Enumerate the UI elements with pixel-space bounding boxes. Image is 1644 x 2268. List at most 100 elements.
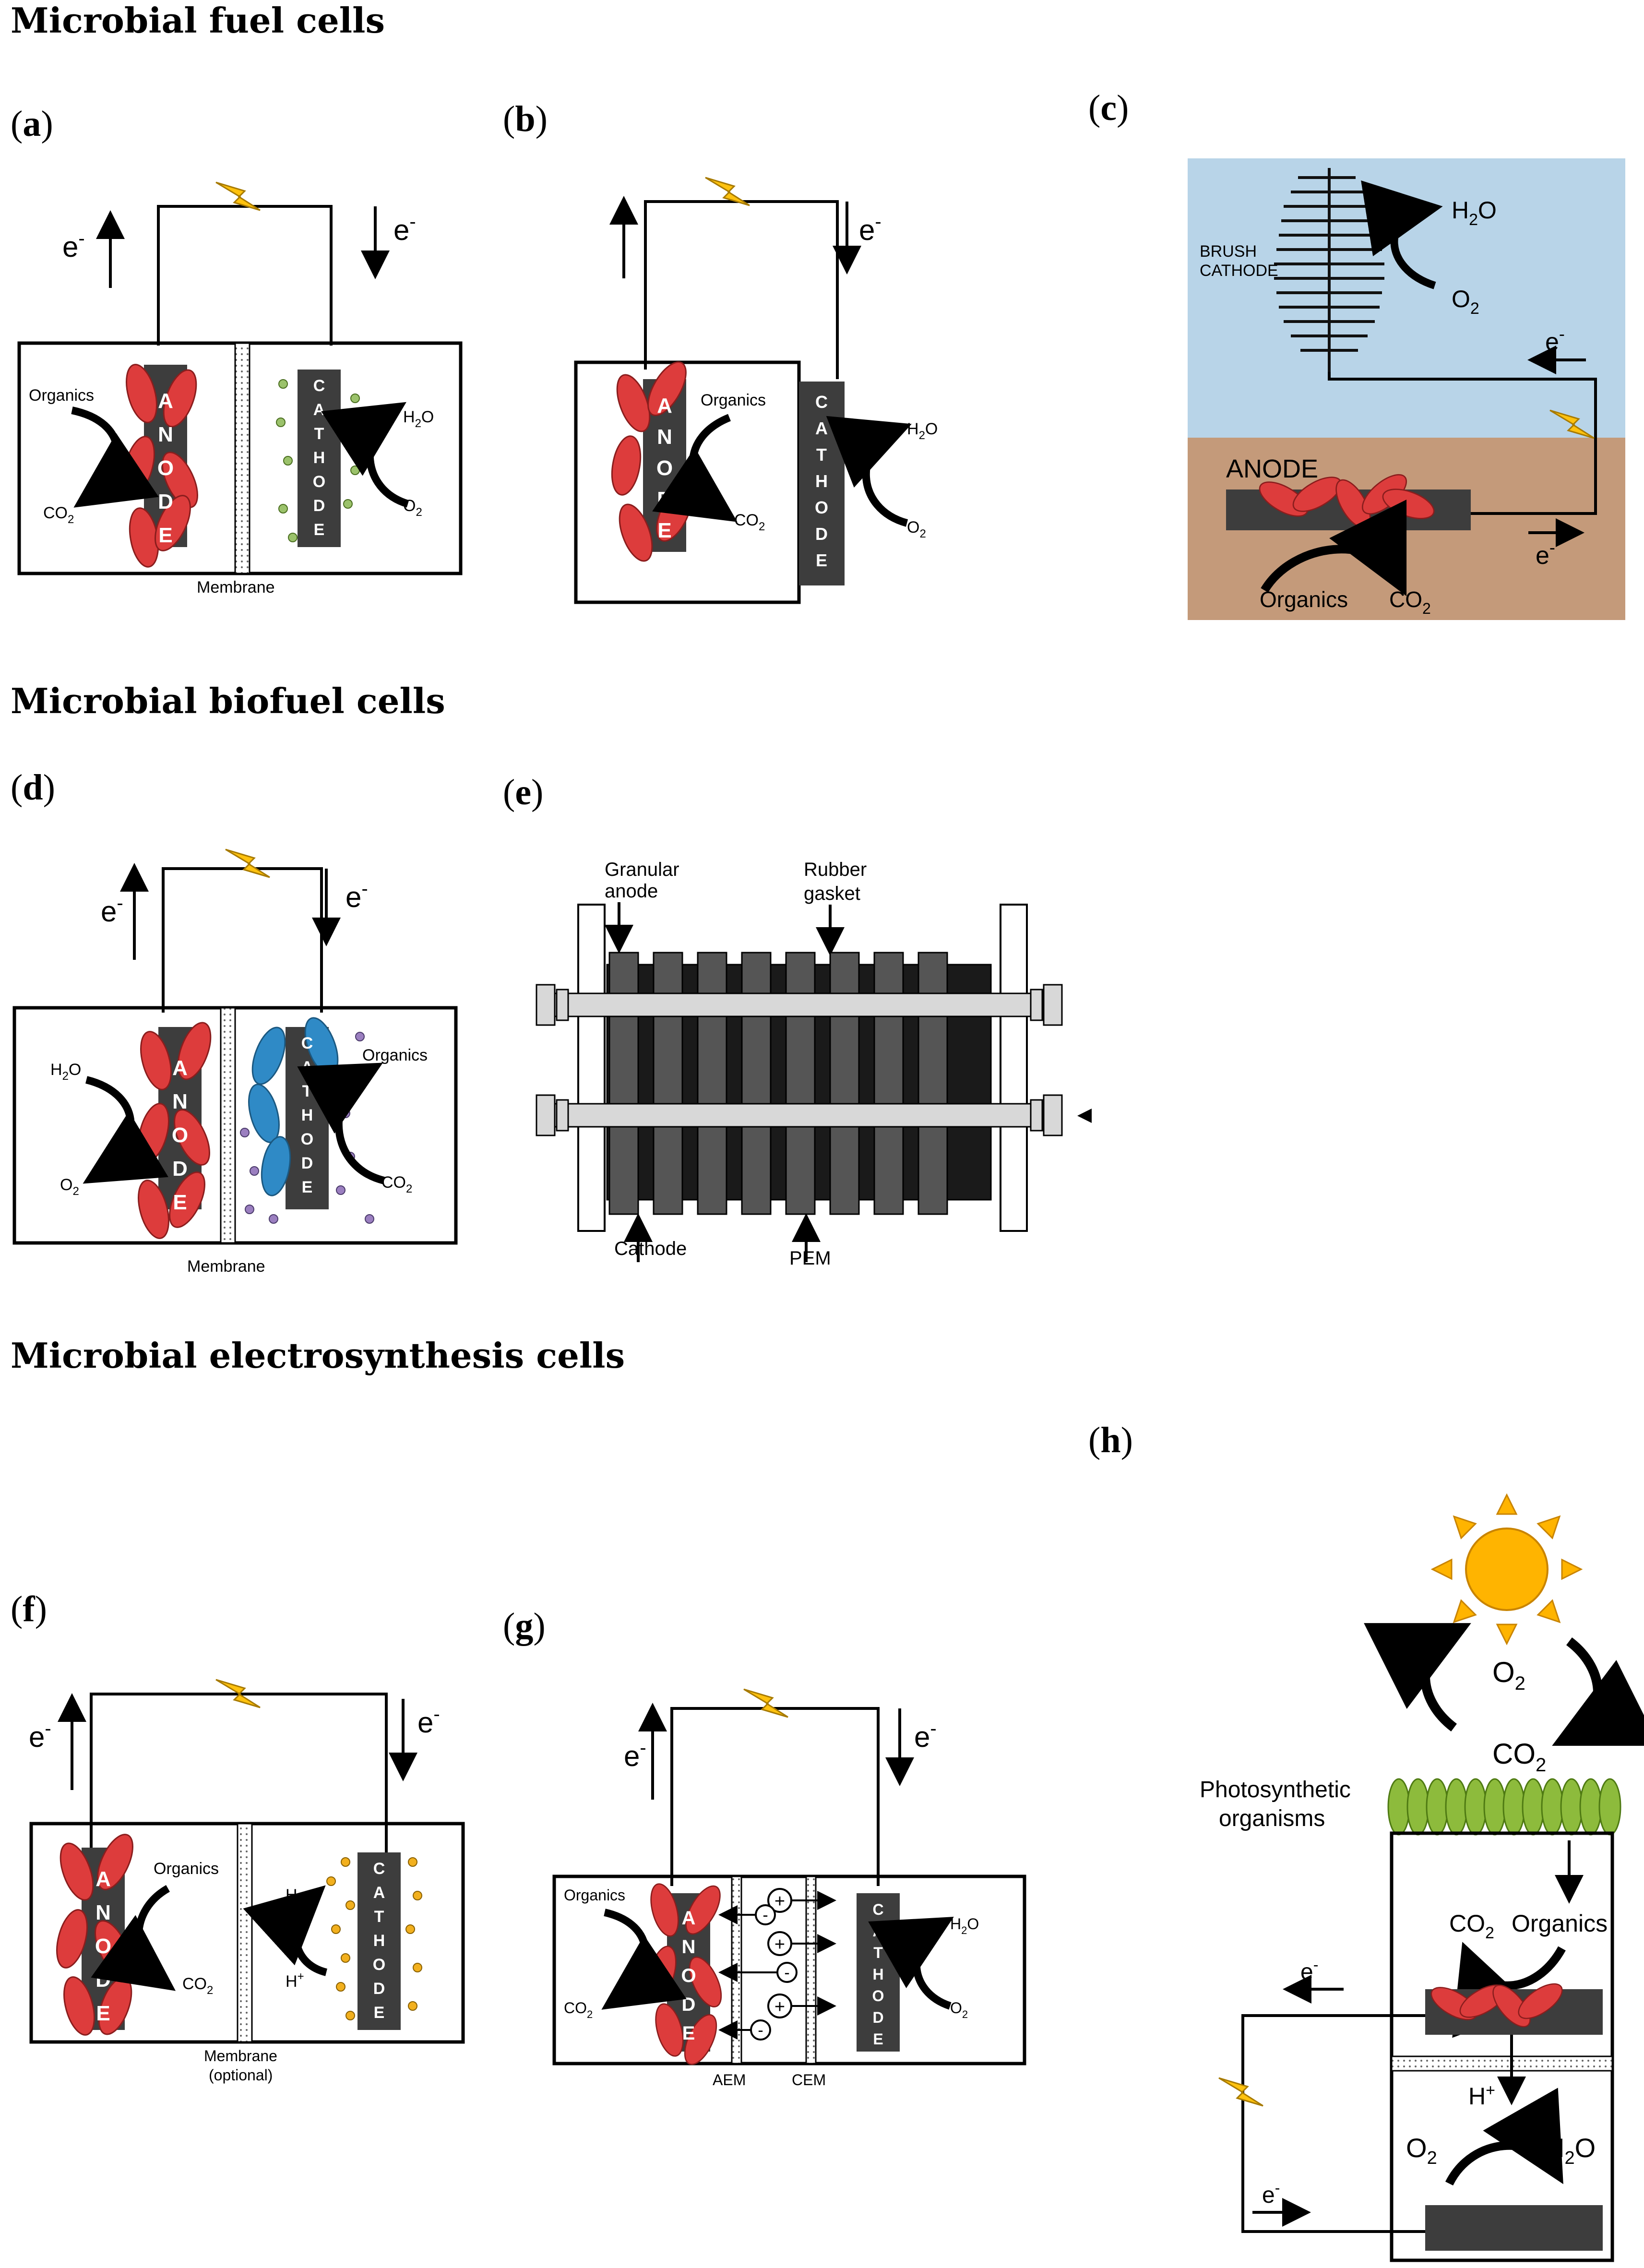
- svg-text:T: T: [374, 1908, 384, 1926]
- electron-label-bottom: e-: [1262, 2179, 1280, 2208]
- electron-label-left: e-: [101, 893, 123, 928]
- rubber-gasket-label-line1: Rubber: [804, 859, 867, 880]
- aem-membrane: [731, 1875, 742, 2065]
- co2-label: CO2: [1389, 587, 1431, 617]
- granular-anode-label-line1: Granular: [605, 859, 679, 880]
- cathode-electrode: [357, 1852, 401, 2030]
- svg-text:E: E: [374, 2004, 385, 2022]
- svg-text:-: -: [762, 1906, 768, 1924]
- panel-b-label: (b): [503, 99, 548, 139]
- panel-h-diagram: O2 CO2 Photosynthetic organisms CO2 Orga…: [1200, 1488, 1644, 2265]
- svg-text:D: D: [158, 490, 173, 513]
- co2-label: CO2: [564, 1999, 593, 2020]
- co2-label: CO2: [734, 511, 765, 533]
- section-title-fuel-cells: Microbial fuel cells: [11, 0, 385, 41]
- o2-to-h2o-arrow: [1361, 180, 1443, 289]
- svg-text:A: A: [301, 1058, 313, 1076]
- brush-cathode: [1274, 168, 1384, 372]
- organics-label: Organics: [362, 1046, 428, 1064]
- svg-text:O: O: [656, 456, 673, 480]
- organics-label: Organics: [1260, 587, 1348, 612]
- svg-text:E: E: [173, 1191, 187, 1214]
- co2-to-o2-arrow-left: [1364, 1623, 1471, 1731]
- svg-text:N: N: [158, 423, 173, 446]
- svg-text:A: A: [172, 1056, 188, 1080]
- svg-text:A: A: [313, 401, 325, 419]
- membrane: [1391, 2055, 1613, 2072]
- svg-text:A: A: [682, 1908, 696, 1929]
- svg-text:H: H: [313, 449, 325, 467]
- membrane-optional-label: (optional): [209, 2066, 273, 2084]
- o2-to-h2o-arrow: [868, 1917, 954, 2010]
- co2-label: CO2: [381, 1173, 412, 1195]
- co2-label-top: CO2: [1492, 1738, 1546, 1776]
- water-layer: [1188, 158, 1625, 438]
- organics-label: Organics: [1512, 1910, 1608, 1937]
- svg-text:E: E: [816, 550, 827, 570]
- svg-text:D: D: [872, 2009, 883, 2026]
- cathode-label: C A T H O D E: [872, 1901, 884, 2048]
- anode-label: A N O D E: [172, 1056, 188, 1214]
- svg-text:A: A: [373, 1884, 385, 1902]
- svg-text:N: N: [682, 1936, 696, 1958]
- o2-label: O2: [950, 1999, 968, 2020]
- reactor-box: [1390, 1831, 1614, 2262]
- svg-text:C: C: [872, 1901, 883, 1918]
- membrane-label: Membrane: [197, 578, 275, 597]
- hplus-label: H+: [1468, 2081, 1495, 2110]
- svg-text:E: E: [314, 521, 325, 539]
- h2o-label: H2O: [50, 1061, 81, 1083]
- brush-cathode-label-line1: BRUSH: [1200, 242, 1257, 261]
- organics-to-co2-arrow: [652, 414, 738, 522]
- svg-text:O: O: [681, 1965, 696, 1986]
- photosynthetic-organisms: [1387, 1778, 1621, 1836]
- circuit-wire: [157, 205, 333, 346]
- organics-label: Organics: [701, 391, 766, 409]
- svg-text:N: N: [657, 425, 672, 449]
- svg-text:E: E: [302, 1178, 313, 1196]
- electron-label-right: e-: [345, 878, 368, 913]
- o2-label: O2: [60, 1176, 79, 1198]
- panel-f-label: (f): [11, 1589, 47, 1629]
- photosynthetic-label-line1: Photosynthetic: [1200, 1777, 1351, 1802]
- organics-to-co2-arrow: [1452, 1942, 1566, 2038]
- pem-label: PEM: [789, 1248, 831, 1269]
- organics-label: Organics: [564, 1886, 625, 1904]
- sun-icon: [1430, 1493, 1583, 1646]
- lightning-icon: [743, 1688, 789, 1718]
- lightning-icon: [1218, 2077, 1264, 2107]
- panel-g-label: (g): [503, 1606, 546, 1646]
- panel-e-diagram: Granular anode Rubber gasket Cathode PEM: [528, 854, 1128, 1277]
- electron-label-right: e-: [914, 1718, 937, 1753]
- svg-text:A: A: [872, 1922, 883, 1940]
- h2o-to-o2-arrow: [83, 1076, 168, 1184]
- co2-label: CO2: [43, 504, 74, 526]
- ion-flow: + - + - + -: [718, 1888, 836, 2041]
- organics-to-co2-arrow: [71, 406, 159, 508]
- o2-to-h2o-arrow: [1445, 2088, 1563, 2186]
- cem-membrane: [805, 1875, 817, 2065]
- electron-label-right: e-: [393, 211, 416, 246]
- cathode-label: C A T H O D E: [815, 392, 828, 570]
- svg-text:-: -: [758, 2021, 763, 2040]
- co2-label: CO2: [182, 1975, 213, 1997]
- cathode-label: C A T H O D E: [301, 1034, 313, 1196]
- membrane: [220, 1007, 236, 1244]
- cathode-label: C A T H O D E: [313, 377, 325, 539]
- svg-text:C: C: [301, 1034, 313, 1052]
- electron-label: e-: [859, 211, 882, 246]
- membrane: [237, 1823, 253, 2043]
- svg-text:+: +: [774, 1934, 785, 1955]
- o2-label: O2: [1492, 1656, 1525, 1694]
- circuit-wire: [670, 1707, 880, 1886]
- svg-text:O: O: [872, 1987, 884, 2005]
- co2-label-mid: CO2: [1449, 1910, 1494, 1942]
- svg-text:T: T: [816, 445, 827, 465]
- svg-text:E: E: [657, 519, 671, 542]
- organics-label: Organics: [29, 386, 94, 405]
- svg-text:D: D: [815, 524, 828, 544]
- panel-b-diagram: e- A N O D E C A T H O D E Organics CO2 …: [571, 168, 984, 609]
- anode-label: A N O D E: [157, 389, 174, 547]
- o2-label-bottom: O2: [1406, 2133, 1437, 2168]
- section-title-biofuel-cells: Microbial biofuel cells: [11, 680, 445, 721]
